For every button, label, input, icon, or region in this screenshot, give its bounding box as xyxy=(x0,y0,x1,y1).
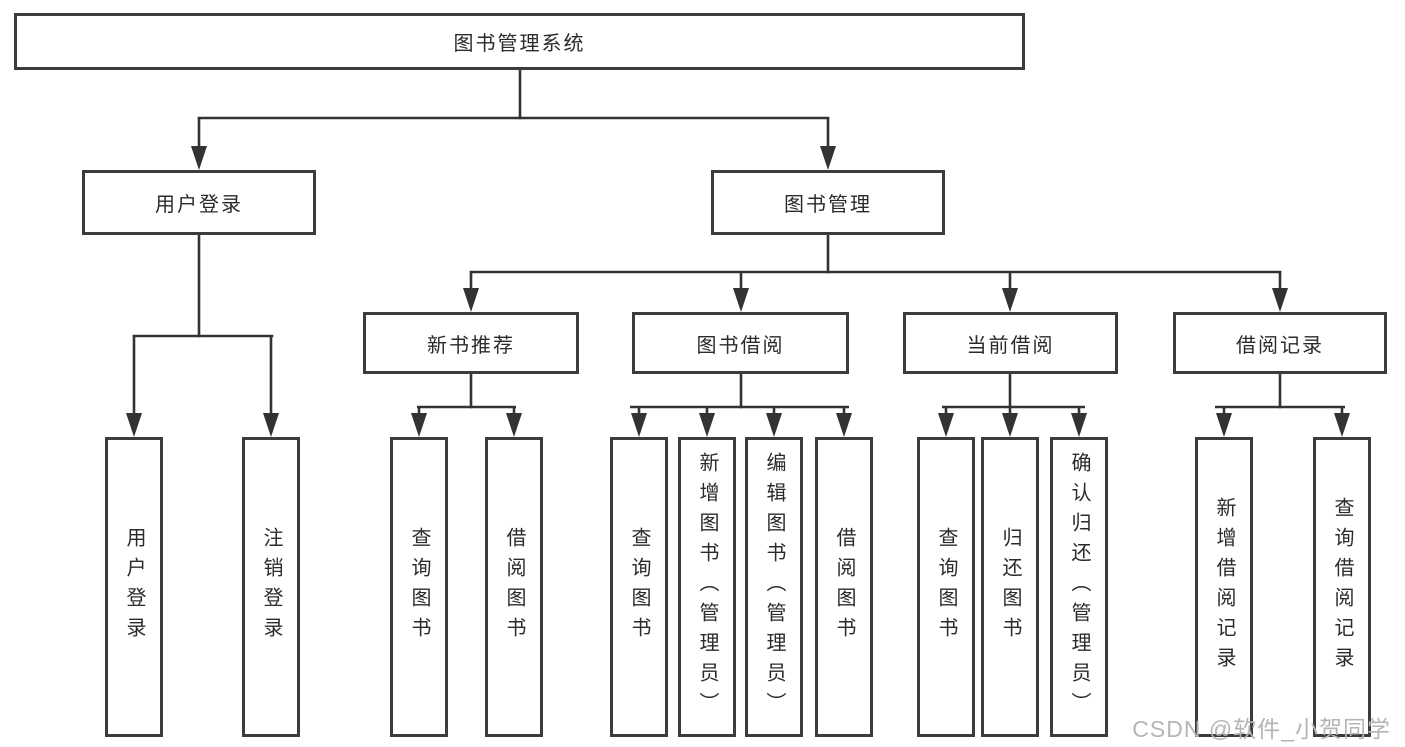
connector-newbook-to-leaves xyxy=(411,373,522,437)
node-new-book-recommend-label: 新书推荐 xyxy=(427,334,515,357)
csdn-watermark: CSDN @软件_小贺同学 xyxy=(1132,716,1391,742)
leaf-query-book-recommend: 查询图书 xyxy=(390,437,448,737)
leaf-edit-book-admin: 编辑图书（管理员） xyxy=(745,437,803,737)
node-book-management-label: 图书管理 xyxy=(784,194,872,216)
leaf-borrow-book-recommend: 借阅图书 xyxy=(485,437,543,737)
leaf-user-login: 用户登录 xyxy=(105,437,163,737)
connector-current-to-leaves xyxy=(938,373,1087,437)
node-current-borrow-label: 当前借阅 xyxy=(966,334,1055,357)
connector-userlogin-to-leaves xyxy=(126,234,279,437)
leaf-borrow-book-recommend-label: 借阅图书 xyxy=(503,527,525,647)
connector-root-to-level2 xyxy=(191,70,836,170)
node-user-login: 用户登录 xyxy=(82,170,316,235)
node-root-label: 图书管理系统 xyxy=(453,33,586,55)
leaf-query-book-recommend-label: 查询图书 xyxy=(408,527,430,647)
connector-borrow-to-leaves xyxy=(630,373,852,437)
leaf-logout: 注销登录 xyxy=(242,437,300,737)
leaf-query-book-current-label: 查询图书 xyxy=(935,527,957,647)
node-borrow-records-label: 借阅记录 xyxy=(1236,334,1324,357)
leaf-return-book: 归还图书 xyxy=(981,437,1039,737)
node-root: 图书管理系统 xyxy=(14,13,1025,70)
leaf-add-book-admin-label: 新增图书（管理员） xyxy=(696,452,718,722)
leaf-add-book-admin: 新增图书（管理员） xyxy=(678,437,736,737)
leaf-confirm-return-admin-label: 确认归还（管理员） xyxy=(1068,452,1090,722)
leaf-query-book-borrow-label: 查询图书 xyxy=(628,527,650,647)
leaf-query-borrow-record: 查询借阅记录 xyxy=(1313,437,1371,737)
connector-records-to-leaves xyxy=(1215,373,1350,437)
leaf-edit-book-admin-label: 编辑图书（管理员） xyxy=(763,452,785,722)
node-book-borrow-label: 图书借阅 xyxy=(696,334,785,357)
node-book-borrow: 图书借阅 xyxy=(632,312,849,374)
leaf-query-book-current: 查询图书 xyxy=(917,437,975,737)
leaf-logout-label: 注销登录 xyxy=(260,527,282,647)
node-new-book-recommend: 新书推荐 xyxy=(363,312,579,374)
leaf-query-borrow-record-label: 查询借阅记录 xyxy=(1331,497,1353,677)
connector-bookmgmt-to-level3 xyxy=(463,234,1288,312)
leaf-user-login-label: 用户登录 xyxy=(123,527,145,647)
leaf-add-borrow-record: 新增借阅记录 xyxy=(1195,437,1253,737)
node-book-management: 图书管理 xyxy=(711,170,945,235)
node-borrow-records: 借阅记录 xyxy=(1173,312,1387,374)
leaf-confirm-return-admin: 确认归还（管理员） xyxy=(1050,437,1108,737)
leaf-query-book-borrow: 查询图书 xyxy=(610,437,668,737)
leaf-borrow-book: 借阅图书 xyxy=(815,437,873,737)
node-current-borrow: 当前借阅 xyxy=(903,312,1118,374)
leaf-add-borrow-record-label: 新增借阅记录 xyxy=(1213,497,1235,677)
node-user-login-label: 用户登录 xyxy=(155,194,243,216)
leaf-borrow-book-label: 借阅图书 xyxy=(833,527,855,647)
leaf-return-book-label: 归还图书 xyxy=(999,527,1021,647)
